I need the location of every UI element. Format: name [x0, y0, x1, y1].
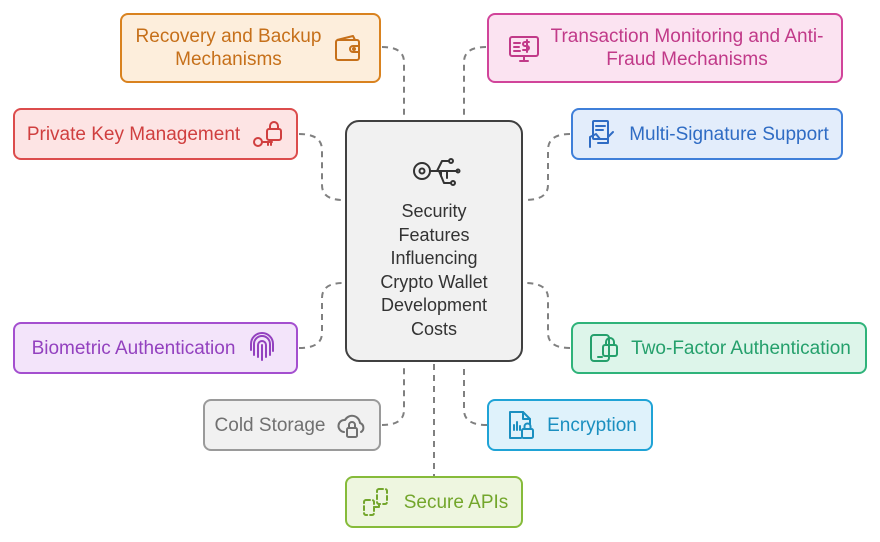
- feature-transaction-monitoring: Transaction Monitoring and Anti- Fraud M…: [487, 13, 843, 83]
- connector-recovery: [381, 46, 405, 118]
- connector-two-factor: [524, 282, 571, 349]
- feature-label: Secure APIs: [403, 491, 509, 513]
- feature-label: Encryption: [547, 414, 637, 436]
- central-topic-title: Security Features Influencing Crypto Wal…: [380, 201, 488, 339]
- connector-multi-signature: [524, 133, 571, 201]
- feature-label: Transaction Monitoring and Anti- Fraud M…: [550, 26, 824, 70]
- fingerprint-icon: [245, 331, 279, 365]
- feature-label: Two-Factor Authentication: [631, 337, 851, 359]
- key-lock-icon: [250, 117, 284, 151]
- feature-cold-storage: Cold Storage: [203, 399, 381, 451]
- connector-biometric: [298, 282, 344, 349]
- feature-recovery: Recovery and Backup Mechanisms: [120, 13, 381, 83]
- feature-multi-signature: Multi-Signature Support: [571, 108, 843, 160]
- feature-private-key: Private Key Management: [13, 108, 298, 160]
- connector-cold-storage: [381, 364, 405, 426]
- feature-two-factor: Two-Factor Authentication: [571, 322, 867, 374]
- feature-label: Biometric Authentication: [31, 337, 236, 359]
- phone-lock-icon: [587, 331, 621, 365]
- key-circuit-icon: [411, 150, 461, 192]
- api-lock-icon: [360, 485, 394, 519]
- feature-encryption: Encryption: [487, 399, 653, 451]
- signing-hand-icon: [585, 117, 619, 151]
- central-topic: Security Features Influencing Crypto Wal…: [345, 120, 523, 362]
- feature-label: Cold Storage: [214, 414, 326, 436]
- feature-label: Recovery and Backup Mechanisms: [135, 26, 322, 70]
- monitor-dollar-icon: [507, 31, 541, 65]
- connector-private-key: [298, 133, 344, 201]
- connector-transaction-monitoring: [463, 46, 487, 118]
- feature-secure-apis: Secure APIs: [345, 476, 523, 528]
- feature-label: Multi-Signature Support: [629, 123, 829, 145]
- feature-biometric: Biometric Authentication: [13, 322, 298, 374]
- wallet-icon: [331, 31, 365, 65]
- connector-encryption: [463, 364, 488, 426]
- file-lock-icon: [503, 408, 537, 442]
- cloud-lock-icon: [335, 408, 369, 442]
- feature-label: Private Key Management: [26, 123, 241, 145]
